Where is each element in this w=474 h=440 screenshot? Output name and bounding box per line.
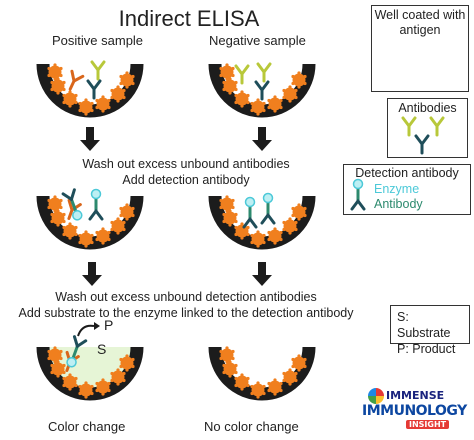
positive-sample-header: Positive sample [52,33,144,48]
well-negative-row1 [208,62,316,118]
arrow-negative-2 [252,262,272,286]
logo-line1: IMMENSE [386,389,445,402]
logo-line2: IMMUNOLOGY [362,403,467,419]
negative-sample-header: Negative sample [209,33,306,48]
legend-substrate-key: S: Substrate [397,310,451,340]
logo-line3: INSIGHT [406,420,450,429]
legend-product-key: P: Product [397,342,456,356]
well-positive-row2 [36,188,144,250]
logo-globe-icon [368,388,384,404]
legend-substrate-product-box: S: Substrate P: Product [390,305,470,356]
substrate-label: S [97,341,107,357]
arrow-negative-1 [252,127,272,151]
step-add-substrate: Add substrate to the enzyme linked to th… [18,306,354,320]
arrow-positive-2 [82,262,102,286]
legend-antibodies-box: Antibodies [387,98,468,158]
legend-well-box: Well coated with antigen [371,5,469,92]
legend-enzyme-label: Enzyme [374,182,420,196]
well-positive-row1 [36,60,144,118]
legend-well-label: Well coated with antigen [374,8,466,37]
diagram-title: Indirect ELISA [118,6,260,31]
well-negative-row2 [208,192,316,250]
legend-antibodies-label: Antibodies [398,101,457,115]
step-add-detection: Add detection antibody [122,173,250,187]
result-no-color-change: No color change [204,419,299,434]
legend-antibody-label: Antibody [374,197,423,211]
step-wash-antibodies: Wash out excess unbound antibodies [82,157,290,171]
legend-detection-box: Detection antibody Enzyme Antibody [343,164,471,215]
well-negative-row3 [208,346,316,401]
arrow-positive-1 [80,127,100,151]
well-positive-row3 [36,322,144,401]
result-color-change: Color change [48,419,126,434]
immense-immunology-insight-logo: IMMENSE IMMUNOLOGY INSIGHT [360,386,467,432]
legend-detection-title: Detection antibody [355,166,459,180]
step-wash-detection: Wash out excess unbound detection antibo… [55,290,317,304]
product-label: P [104,317,114,333]
